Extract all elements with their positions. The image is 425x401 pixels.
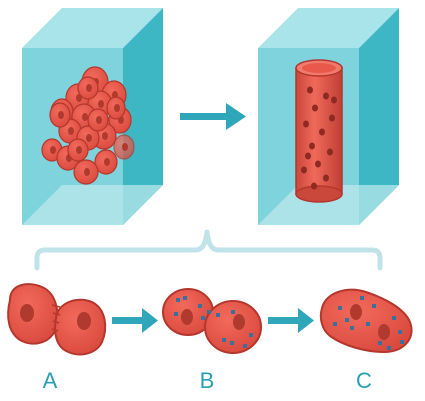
tube-cell-nucleus xyxy=(301,166,307,174)
matrix-particle xyxy=(338,306,342,310)
matrix-particle xyxy=(176,298,180,302)
box-right-bottom xyxy=(258,185,399,225)
cell-cluster-icon xyxy=(41,66,135,185)
matrix-particle xyxy=(207,310,211,314)
matrix-particle xyxy=(243,344,247,348)
tube-cell-nucleus xyxy=(331,96,337,104)
arrow-icon xyxy=(268,308,314,333)
box-right-top xyxy=(258,8,399,48)
box-left-bottom xyxy=(22,185,163,225)
cluster-cell xyxy=(49,102,71,128)
cluster-cell xyxy=(106,96,126,120)
cluster-cell xyxy=(87,108,109,132)
matrix-particle xyxy=(231,310,235,314)
matrix-particle xyxy=(249,333,253,337)
cluster-cell xyxy=(113,134,135,160)
stage-b-cells xyxy=(162,288,262,354)
matrix-particle xyxy=(372,304,376,308)
matrix-particle xyxy=(345,318,349,322)
cluster-cell xyxy=(73,159,99,185)
matrix-particle xyxy=(230,341,234,345)
matrix-particle xyxy=(174,312,178,316)
cluster-cell xyxy=(77,76,99,100)
matrix-particle xyxy=(398,330,402,334)
tube-cell-nucleus xyxy=(309,142,315,150)
tube-cell-nucleus xyxy=(323,174,329,182)
stage-label-a: A xyxy=(43,368,58,393)
tube-cell-nucleus xyxy=(312,104,318,112)
stage-label-c: C xyxy=(356,368,372,393)
matrix-particle xyxy=(350,326,354,330)
matrix-particle xyxy=(360,296,364,300)
stage-a-cells xyxy=(7,283,107,356)
stage-c-cell xyxy=(319,288,413,354)
matrix-particle xyxy=(387,346,391,350)
matrix-particle xyxy=(400,340,404,344)
box-right-side xyxy=(359,8,399,225)
tube-icon xyxy=(295,59,343,203)
tube-cell-nucleus xyxy=(303,120,309,128)
tube-cell-nucleus xyxy=(315,160,321,168)
matrix-particle xyxy=(198,304,202,308)
matrix-particle xyxy=(333,322,337,326)
matrix-particle xyxy=(378,341,382,345)
matrix-particle xyxy=(392,316,396,320)
tube-cell-nucleus xyxy=(319,128,325,136)
bracket xyxy=(34,229,383,271)
tube-cell-nucleus xyxy=(327,148,333,156)
tube-cell-nucleus xyxy=(323,92,329,100)
tube-cell-nucleus xyxy=(311,182,317,190)
tube-cell-nucleus xyxy=(329,114,335,122)
matrix-particle xyxy=(216,313,220,317)
matrix-particle xyxy=(183,296,187,300)
matrix-particle xyxy=(222,338,226,342)
cluster-cell xyxy=(67,138,89,162)
tube-cell-nucleus xyxy=(305,152,311,160)
stage-label-b: B xyxy=(200,368,215,393)
box-left-side xyxy=(123,8,163,225)
cluster-cell xyxy=(94,149,118,175)
matrix-particle xyxy=(366,322,370,326)
matrix-particle xyxy=(201,316,205,320)
box-left-top xyxy=(22,8,163,48)
arrow-icon xyxy=(112,308,158,333)
tube-cell-nucleus xyxy=(307,86,313,94)
arrow-icon xyxy=(180,103,246,130)
